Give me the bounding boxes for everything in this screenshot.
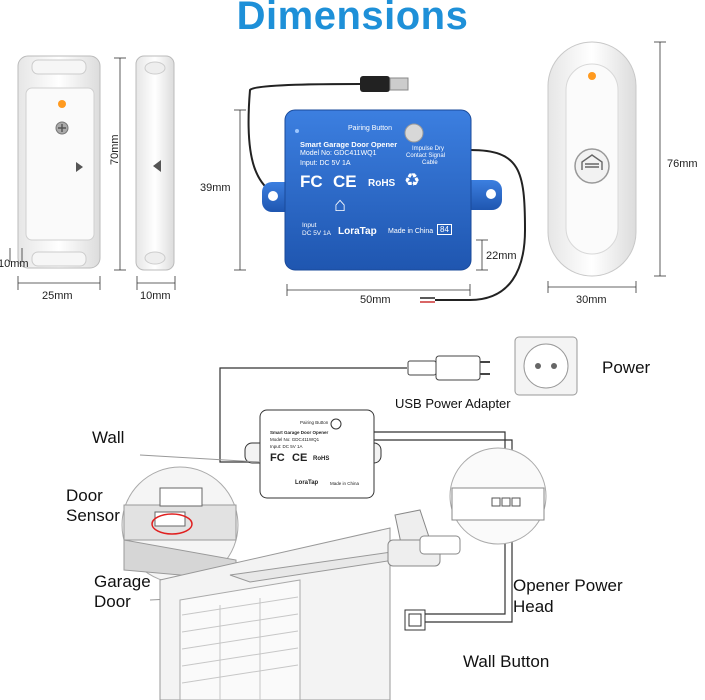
pairing-button[interactable] [404, 123, 424, 143]
button-height-label: 76mm [667, 158, 698, 170]
door-sensor-body [17, 55, 101, 269]
door-sensor-label-1: Door [66, 486, 103, 505]
input-label-2: DC 5V 1A [302, 230, 331, 237]
pairing-button-label: Pairing Button [348, 125, 392, 132]
sensor-thickness-label: 10mm [0, 258, 29, 270]
wall-button-label: Wall Button [463, 652, 550, 671]
made-in-label: Made in China [388, 228, 434, 235]
device-depth-label: 22mm [486, 250, 517, 262]
input-label-1: Input [302, 222, 317, 229]
small-model: Model No: GDC411WQ1 [270, 437, 320, 442]
product-name: Smart Garage Door Opener [300, 140, 398, 149]
device-height-label: 39mm [200, 182, 231, 194]
house-icon: ⌂ [334, 194, 347, 216]
button-width-label: 30mm [576, 294, 607, 306]
fcc-mark: FC [300, 172, 323, 191]
controller-device-small [244, 409, 382, 499]
small-input: Input: DC 5V 1A [270, 444, 303, 449]
device-width-label: 50mm [360, 294, 391, 306]
impulse-line-3: Cable [422, 160, 438, 166]
garage-door-label-2: Door [94, 592, 131, 611]
garage-door-label-1: Garage [94, 572, 151, 591]
small-made-in: Made in China [330, 481, 360, 486]
wall-label: Wall [92, 428, 125, 447]
small-rohs-mark: RoHS [313, 456, 330, 462]
usb-adapter-label: USB Power Adapter [395, 396, 511, 411]
small-fcc-mark: FC [270, 452, 285, 464]
power-socket [514, 336, 578, 396]
code-badge: 84 [437, 224, 452, 235]
small-product-name: Smart Garage Door Opener [270, 430, 329, 435]
opener-head [387, 447, 547, 567]
recycle-icon: ♻ [404, 170, 421, 190]
sensor-height-label: 70mm [109, 134, 121, 165]
ce-mark: CE [333, 172, 357, 191]
small-pairing-label: Pairing Button [300, 420, 329, 425]
brand-label: LoraTap [338, 226, 377, 237]
wall-button-icon [404, 609, 426, 631]
magnet-body [135, 55, 175, 271]
opener-head-label-2: Head [513, 597, 554, 616]
impulse-line-2: Contact Signal [406, 153, 446, 159]
rohs-mark: RoHS [368, 178, 396, 189]
magnet-width-label: 10mm [140, 290, 171, 302]
model-number: Model No: GDC411WQ1 [300, 150, 377, 157]
impulse-line-1: Impulse Dry [412, 146, 445, 152]
wall-button-device [547, 41, 637, 277]
usb-adapter [407, 355, 490, 381]
input-rating: Input: DC 5V 1A [300, 160, 351, 167]
page-title: Dimensions [236, 0, 469, 38]
usb-cable-plug [360, 76, 409, 92]
garage-building [159, 527, 441, 700]
controller-device [262, 109, 502, 271]
sensor-width-label: 25mm [42, 290, 73, 302]
small-brand: LoraTap [295, 480, 319, 486]
opener-head-label-1: Opener Power [513, 576, 623, 595]
sensor-led [58, 100, 66, 108]
small-ce-mark: CE [292, 452, 308, 464]
power-label: Power [602, 358, 651, 377]
door-sensor-label-2: Sensor [66, 506, 120, 525]
